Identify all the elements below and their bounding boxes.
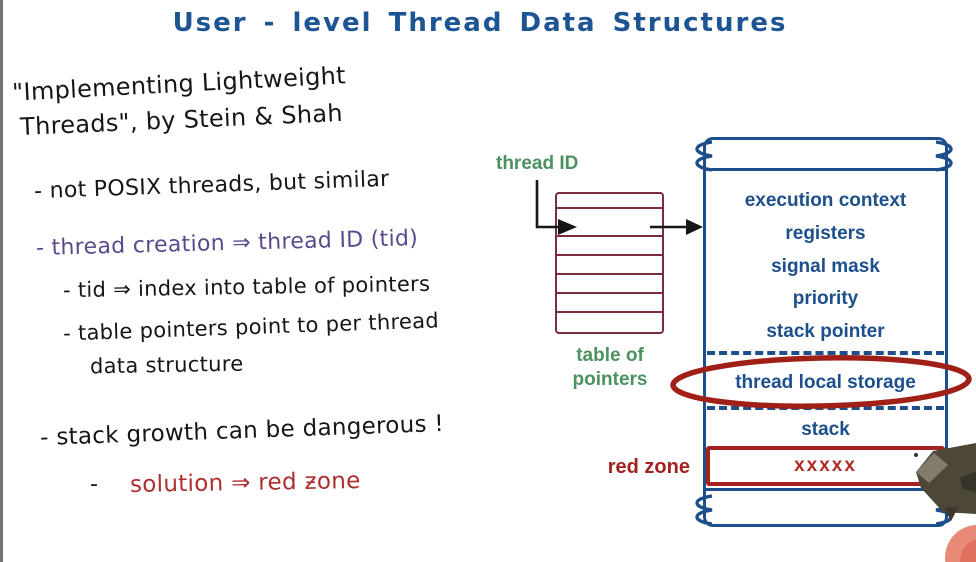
table-of-pointers-label: table of pointers bbox=[550, 344, 670, 392]
field-thread-local-storage: thread local storage bbox=[735, 372, 916, 393]
field-signal-mask: signal mask bbox=[771, 256, 880, 277]
solution-dash: - bbox=[90, 472, 99, 497]
red-zone-box: xxxxx bbox=[706, 446, 945, 486]
pointer-table-row bbox=[557, 194, 662, 209]
tls-dashed-divider-top bbox=[707, 351, 944, 355]
table-label-line-1: table of bbox=[576, 345, 644, 366]
top-band-line bbox=[705, 168, 946, 171]
pointer-table-row bbox=[557, 256, 662, 275]
tls-dashed-divider-bottom bbox=[707, 406, 944, 410]
hand-blob bbox=[945, 525, 976, 562]
bullet-posix: - not POSIX threads, but similar bbox=[33, 166, 390, 205]
subnote-table-pointers: - table pointers point to per thread bbox=[62, 308, 440, 346]
bottom-band-line bbox=[705, 488, 946, 491]
bullet-thread-creation: - thread creation ⇒ thread ID (tid) bbox=[35, 226, 419, 261]
subnote-data-structure: data structure bbox=[89, 351, 244, 379]
pointer-table-row bbox=[557, 275, 662, 294]
red-zone-content: xxxxx bbox=[794, 455, 857, 476]
thread-id-label: thread ID bbox=[496, 153, 579, 174]
field-registers: registers bbox=[785, 223, 866, 244]
reference-line-2: Threads", by Stein & Shah bbox=[19, 98, 344, 142]
pointer-table-row bbox=[557, 294, 662, 313]
reference-line-1: "Implementing Lightweight bbox=[11, 61, 347, 107]
pointer-table-row bbox=[557, 237, 662, 256]
field-stack: stack bbox=[801, 419, 850, 440]
field-stack-pointer: stack pointer bbox=[766, 321, 885, 342]
red-zone-label: red zone bbox=[607, 456, 690, 478]
bullet-stack-growth: - stack growth can be dangerous ! bbox=[39, 410, 445, 452]
field-execution-context: execution context bbox=[744, 190, 907, 211]
pointer-table-row bbox=[557, 313, 662, 332]
page-title: User - level Thread Data Structures bbox=[172, 8, 788, 38]
solution-red-zone: solution ⇒ red ƶone bbox=[129, 467, 361, 499]
field-priority: priority bbox=[792, 288, 859, 309]
subnote-tid-index: - tid ⇒ index into table of pointers bbox=[62, 271, 431, 303]
pointer-table bbox=[555, 192, 664, 334]
pointer-table-row bbox=[557, 209, 662, 237]
thread-data-structure-box bbox=[703, 137, 948, 527]
table-label-line-2: pointers bbox=[572, 369, 648, 390]
video-edge bbox=[0, 0, 3, 562]
